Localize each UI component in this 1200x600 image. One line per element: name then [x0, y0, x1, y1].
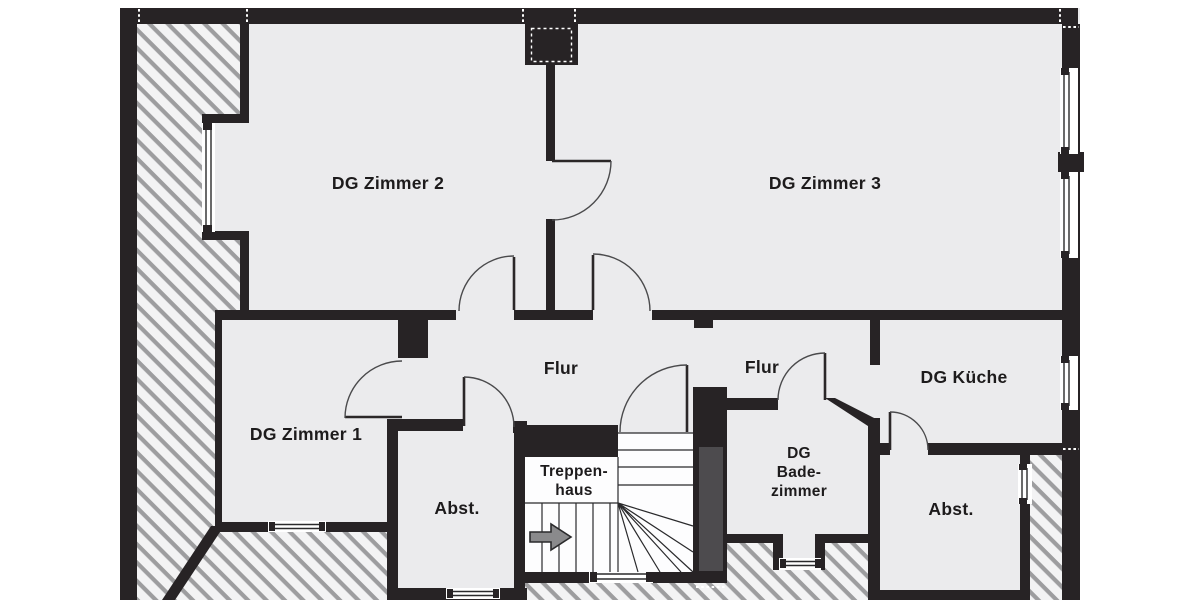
label-badezimmer-1: DG	[787, 445, 811, 462]
label-treppenhaus-1: Treppen-	[540, 463, 608, 480]
hatch-bottom-right	[1030, 455, 1062, 600]
window-zimmer3-right-1	[1060, 68, 1078, 154]
door-zimmer2	[458, 255, 516, 312]
label-flur-left: Flur	[544, 358, 578, 378]
door-treppenhaus	[619, 364, 689, 433]
window-zimmer2-left	[202, 114, 249, 240]
windows	[202, 68, 1078, 599]
window-kueche-right	[1060, 356, 1078, 410]
window-zimmer1-bottom	[268, 521, 326, 532]
door-abst-left	[462, 376, 515, 428]
label-zimmer2: DG Zimmer 2	[332, 173, 444, 193]
door-zimmer1	[344, 360, 403, 419]
door-zimmer2-zimmer3	[551, 159, 612, 221]
window-zimmer3-right-2	[1060, 172, 1078, 258]
label-abst-left: Abst.	[434, 498, 479, 518]
hatch-left-strip	[137, 24, 395, 600]
door-badezimmer	[777, 352, 827, 401]
window-abst-left-bottom	[446, 588, 500, 599]
label-kueche: DG Küche	[921, 367, 1008, 387]
door-zimmer3	[591, 253, 651, 312]
hatch-under-stairs	[514, 583, 727, 600]
section-marks	[138, 9, 1079, 588]
label-zimmer1: DG Zimmer 1	[250, 424, 362, 444]
stair-up-arrow-icon	[529, 522, 573, 552]
label-treppenhaus-2: haus	[555, 482, 592, 499]
label-badezimmer-3: zimmer	[771, 483, 827, 500]
window-abst-right	[1018, 464, 1032, 504]
doors	[344, 159, 929, 451]
window-treppenhaus-bottom	[589, 570, 653, 583]
label-zimmer3: DG Zimmer 3	[769, 173, 881, 193]
staircase	[514, 425, 694, 573]
label-abst-right: Abst.	[928, 499, 973, 519]
door-abst-right	[888, 411, 929, 451]
label-badezimmer-2: Bade-	[777, 464, 822, 481]
room-labels: DG Zimmer 2 DG Zimmer 3 DG Zimmer 1 Flur…	[250, 173, 1008, 519]
window-badezimmer-bay	[779, 543, 821, 570]
roof-hatch-zones	[137, 24, 1062, 600]
label-flur-right: Flur	[745, 357, 779, 377]
